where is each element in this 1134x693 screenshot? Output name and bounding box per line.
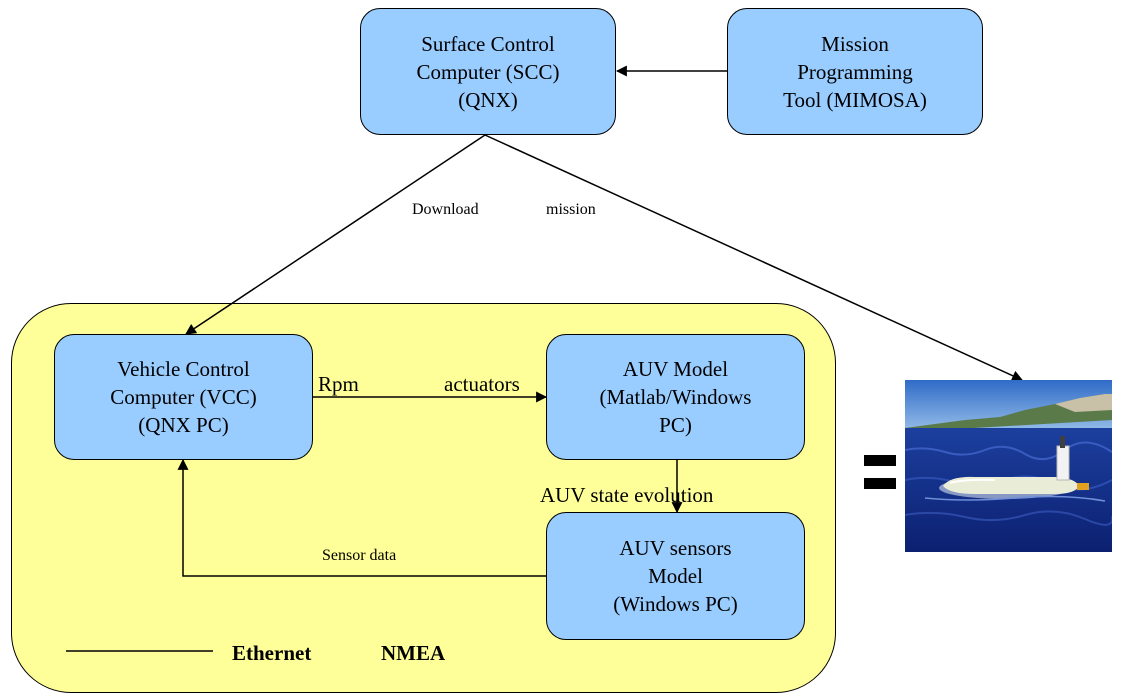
vcc-label: Vehicle Control Computer (VCC) (QNX PC): [110, 357, 257, 437]
rpm-label: Rpm: [318, 372, 359, 396]
equals-sign-top-bar: [864, 455, 896, 466]
legend-ethernet-label: Ethernet: [232, 641, 312, 665]
sensors-to-vcc-arrow: [177, 458, 546, 577]
vcc-box: Vehicle Control Computer (VCC) (QNX PC): [54, 334, 313, 460]
state-evolution-label: AUV state evolution: [540, 483, 714, 507]
auv-model-label: AUV Model (Matlab/Windows PC): [599, 357, 752, 437]
download-label: Download: [412, 201, 479, 218]
auv-sensors-box: AUV sensors Model (Windows PC): [546, 512, 805, 640]
equals-sign-bottom-bar: [864, 478, 896, 489]
scc-label: Surface Control Computer (SCC) (QNX): [416, 31, 560, 112]
scc-to-vehicle-arrow: [484, 134, 1024, 381]
mimosa-label: Mission Programming Tool (MIMOSA): [783, 31, 927, 112]
sensor-data-label: Sensor data: [322, 547, 397, 564]
mission-label: mission: [546, 201, 596, 218]
connector-lines: [66, 65, 1024, 652]
scc-box: Surface Control Computer (SCC) (QNX): [360, 8, 616, 135]
auv-model-box: AUV Model (Matlab/Windows PC): [546, 334, 805, 460]
scc-to-vcc-arrow: [185, 134, 486, 335]
legend-nmea-label: NMEA: [381, 641, 446, 665]
auv-sensors-label: AUV sensors Model (Windows PC): [613, 536, 738, 616]
mimosa-box: Mission Programming Tool (MIMOSA): [727, 8, 983, 135]
actuators-label: actuators: [444, 372, 520, 396]
auv-photo: [905, 380, 1112, 552]
